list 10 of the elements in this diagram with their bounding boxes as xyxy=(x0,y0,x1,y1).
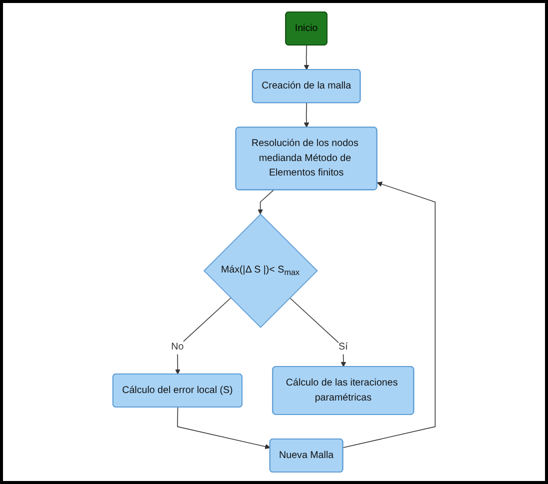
arrow xyxy=(289,298,346,368)
edge-label: No xyxy=(171,341,184,352)
arrow xyxy=(177,406,270,450)
arrow xyxy=(258,190,274,215)
arrow xyxy=(342,182,436,448)
node-diamond: Máx(|Δ S |)< S$_{max}$ xyxy=(203,214,318,328)
arrow xyxy=(304,102,310,128)
arrow xyxy=(304,44,310,70)
edge-label: Sí xyxy=(338,341,348,352)
arrow xyxy=(174,298,232,375)
